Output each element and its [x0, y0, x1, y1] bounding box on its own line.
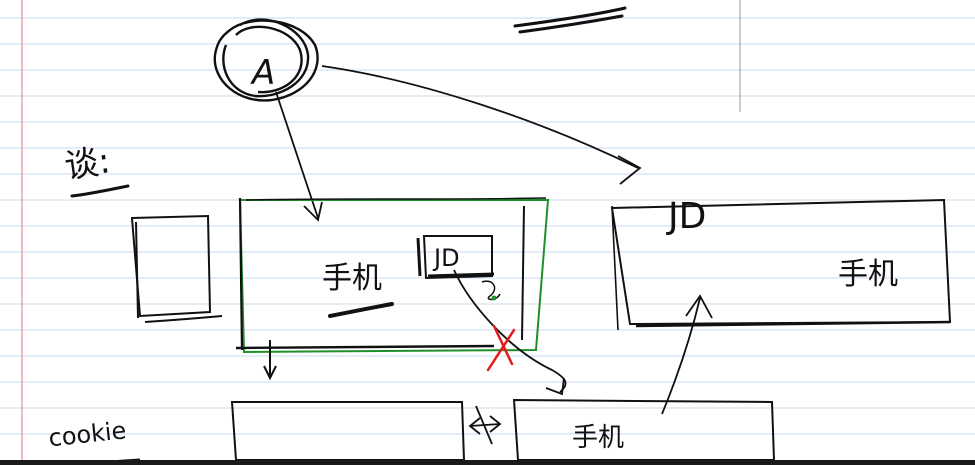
cookie-label: cookie	[47, 416, 127, 452]
phone-label-left-underline	[328, 302, 394, 318]
arrow-user-to-right-box	[321, 65, 639, 169]
right-box	[610, 198, 952, 331]
small-id-label: JD	[432, 244, 460, 272]
arrowhead-user-to-right-box	[617, 155, 642, 185]
note-label: 谈:	[62, 141, 113, 187]
top-scribble	[513, 6, 627, 34]
bottom-bar	[0, 460, 975, 465]
cursor-dot	[491, 295, 497, 301]
phone-label-right: 手机	[838, 257, 898, 292]
paper-rules	[0, 17, 975, 435]
phone-label-bottom: 手机	[572, 423, 624, 453]
arrowhead-user-to-box	[303, 201, 323, 222]
user-circle-label: A	[250, 53, 275, 93]
blocked-path	[453, 269, 567, 393]
blocked-path-arrowhead	[545, 377, 565, 396]
arrowhead-box-down	[263, 365, 277, 381]
cross-icon	[486, 324, 516, 372]
arrow-phone-to-server	[661, 297, 701, 415]
small-left-box	[130, 214, 223, 323]
id-label-main: JD	[666, 196, 706, 237]
bottom-left-box	[230, 401, 466, 461]
arrowhead-phone-to-server	[685, 294, 713, 319]
arrow-user-to-box	[275, 91, 319, 219]
phone-label-left: 手机	[322, 261, 382, 296]
user-circle-icon	[213, 18, 319, 102]
note-underline	[70, 184, 130, 198]
no-share-icon	[468, 405, 502, 445]
browser-box	[235, 197, 550, 354]
small-id-box	[416, 235, 495, 280]
small-id-flourish	[481, 280, 501, 301]
bottom-right-box	[512, 398, 776, 461]
